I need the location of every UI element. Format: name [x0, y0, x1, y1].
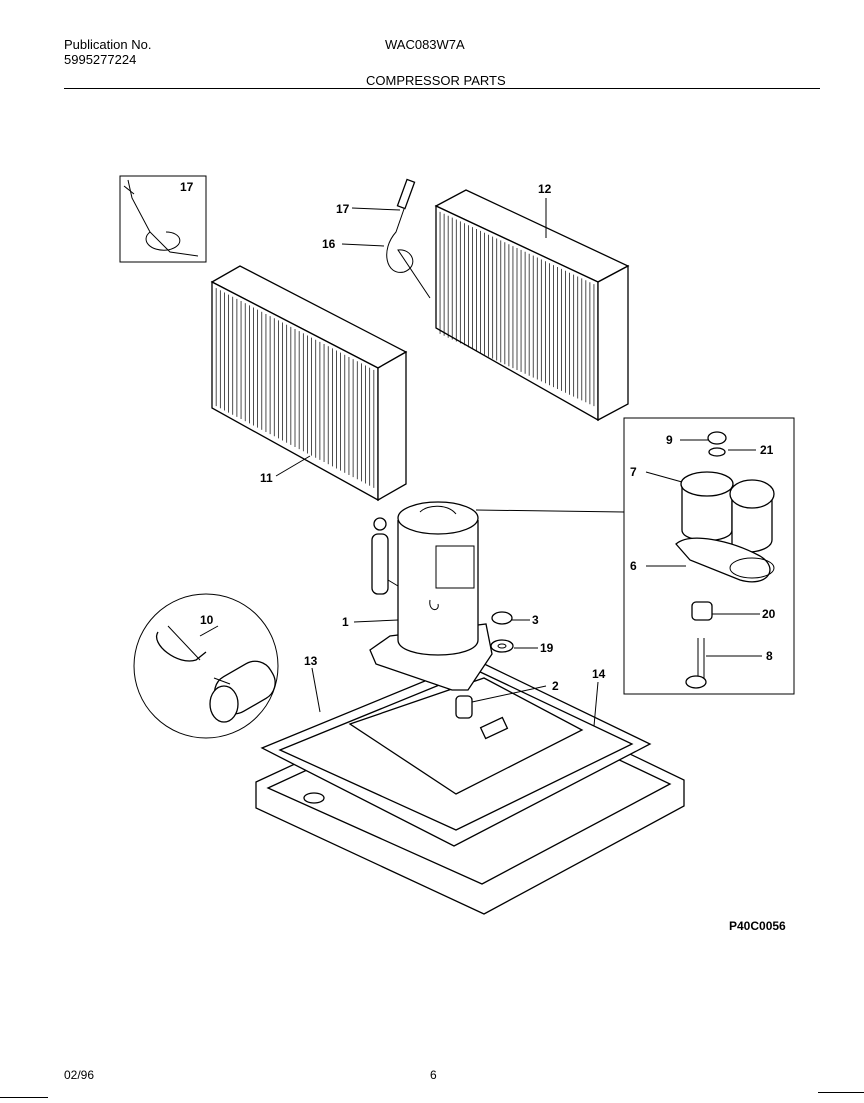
callout-10: 10	[200, 613, 214, 627]
callout-9: 9	[666, 433, 673, 447]
section-title: COMPRESSOR PARTS	[366, 73, 506, 88]
base-pan	[255, 659, 685, 915]
callout-7: 7	[630, 465, 637, 479]
callout-12: 12	[538, 182, 552, 196]
callout-13: 13	[304, 654, 318, 668]
model-number: WAC083W7A	[385, 37, 465, 52]
callout-numbers: 17 17 16 12 11 1 3 19 2 10 13 14 9 21 7 …	[180, 180, 776, 693]
header-rule	[64, 88, 820, 89]
callout-1: 1	[342, 615, 349, 629]
inset-overload-protector	[475, 417, 795, 695]
callout-8: 8	[766, 649, 773, 663]
condenser-coil	[434, 189, 630, 422]
leader-lines	[199, 198, 762, 727]
callout-16: 16	[322, 237, 336, 251]
capillary-tube	[386, 178, 431, 299]
page-number: 6	[430, 1068, 437, 1082]
callout-11: 11	[260, 471, 273, 485]
compressor	[369, 501, 493, 691]
footer-rule-left	[0, 1097, 48, 1098]
footer-rule-right	[818, 1092, 864, 1093]
callout-14: 14	[592, 667, 606, 681]
evaporator-coil	[210, 265, 408, 502]
callout-20: 20	[762, 607, 776, 621]
footer-date: 02/96	[64, 1068, 95, 1082]
figure-id: P40C0056	[729, 919, 786, 933]
inset-capillary-tube	[119, 175, 207, 263]
callout-17-inset: 17	[180, 180, 194, 194]
publication-label: Publication No.	[64, 37, 152, 52]
callout-17: 17	[336, 202, 350, 216]
publication-number: 5995277224	[64, 52, 137, 67]
callout-19: 19	[540, 641, 554, 655]
callout-21: 21	[760, 443, 774, 457]
callout-3: 3	[532, 613, 539, 627]
callout-6: 6	[630, 559, 637, 573]
grommet-and-nut	[455, 611, 514, 719]
callout-2: 2	[552, 679, 559, 693]
inset-capacitor	[133, 593, 279, 739]
